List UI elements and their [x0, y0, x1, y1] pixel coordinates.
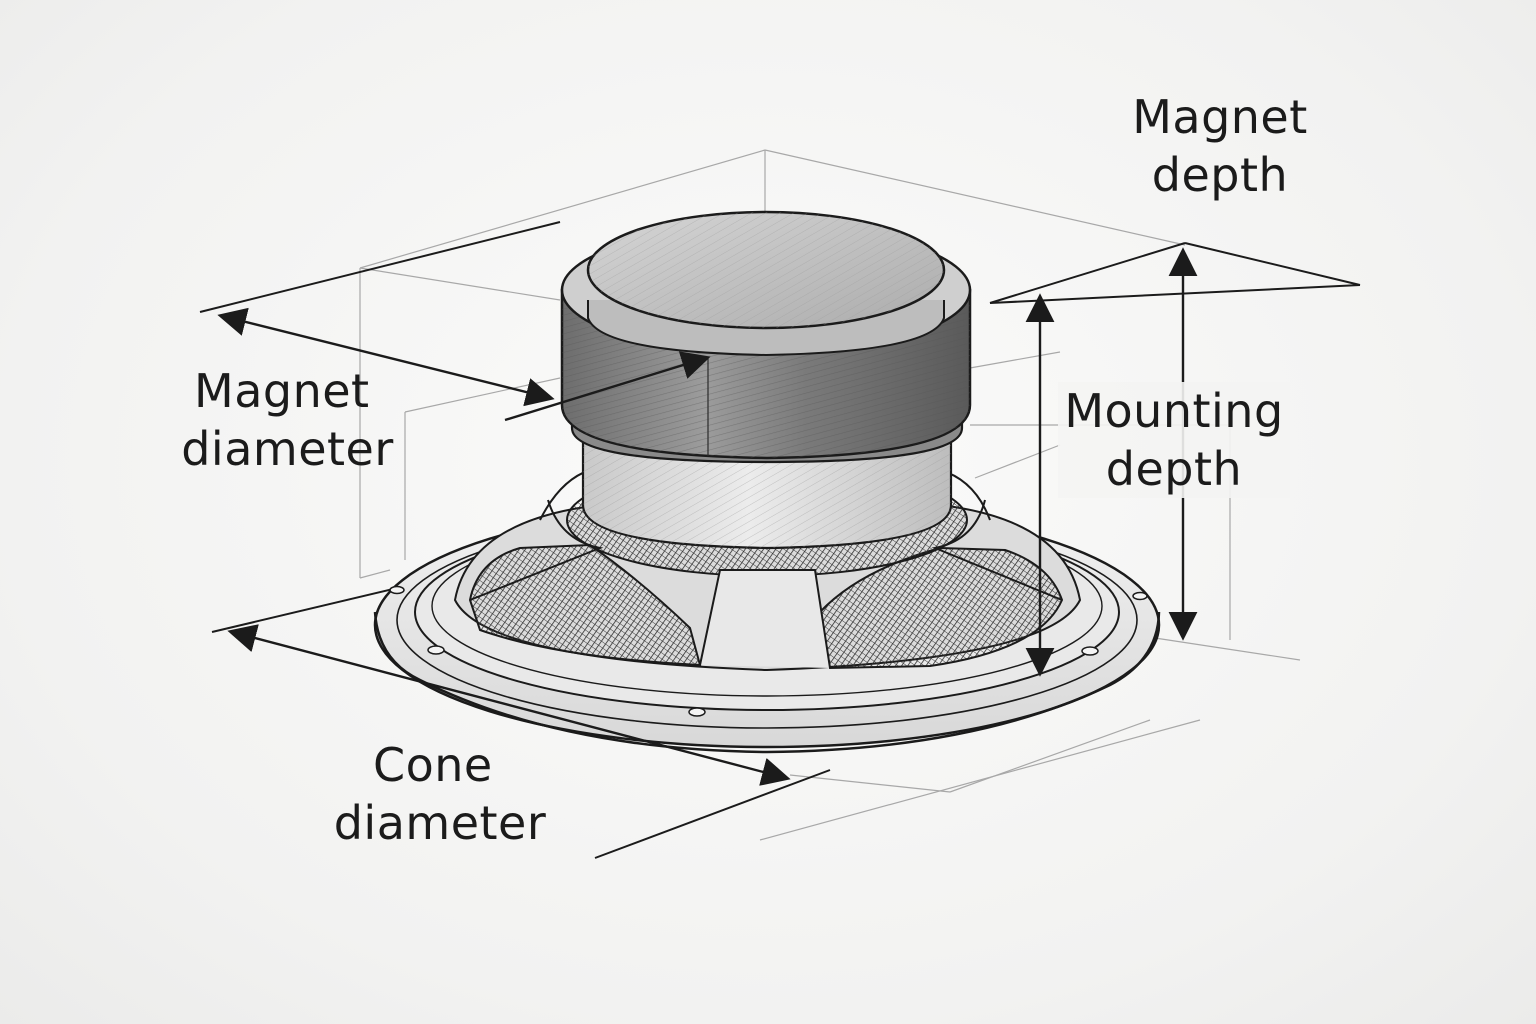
mounting-depth-label: Mounting depth	[1058, 382, 1290, 498]
cone-diameter-label-line2: diameter	[333, 796, 547, 850]
dimension-arrows	[217, 247, 1198, 786]
cone-diameter-label-line1: Cone	[373, 738, 493, 792]
cone-diameter-label: Cone diameter	[325, 736, 555, 852]
magnet-diameter-label: Magnet diameter	[180, 362, 395, 478]
construction-lines	[359, 149, 1301, 841]
magnet-depth-label-line2: depth	[1151, 148, 1289, 202]
magnet-diameter-arrow	[217, 307, 555, 407]
magnet-assembly	[560, 210, 972, 550]
cone-diameter-arrow	[227, 624, 791, 786]
magnet-diameter-leader	[504, 351, 711, 422]
magnet-diameter-label-line1: Magnet	[194, 364, 370, 418]
mounting-depth-label-line1: Mounting	[1064, 384, 1284, 438]
mounting-depth-label-line2: depth	[1105, 442, 1243, 496]
magnet-depth-label-line1: Magnet	[1132, 90, 1308, 144]
magnet-depth-label: Magnet depth	[1110, 88, 1330, 204]
magnet-diameter-label-line2: diameter	[181, 422, 394, 476]
